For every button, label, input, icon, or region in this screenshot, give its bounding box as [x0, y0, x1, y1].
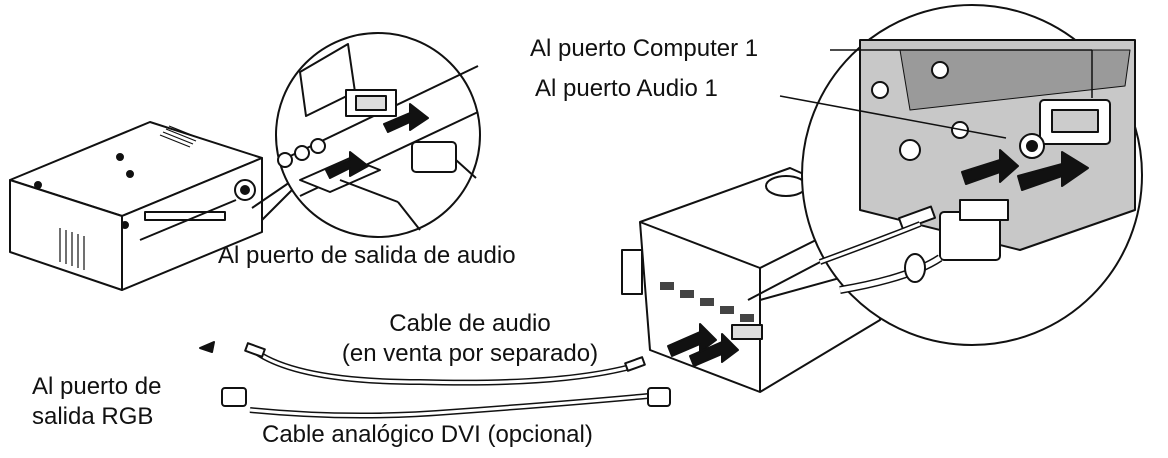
label-rgb-out-line1: Al puerto de: [32, 373, 162, 400]
label-rgb-out-line2: salida RGB: [32, 403, 154, 430]
projector-ports-zoom: [779, 4, 1143, 346]
label-audio-out-port: Al puerto de salida de audio: [218, 242, 516, 269]
label-audio-cable-line1: Cable de audio: [389, 310, 551, 337]
label-dvi-cable: Cable analógico DVI (opcional): [262, 421, 593, 448]
computer-illustration: [9, 121, 263, 291]
label-audio1-port: Al puerto Audio 1: [535, 75, 718, 102]
label-computer1-port: Al puerto Computer 1: [530, 35, 759, 62]
label-audio-cable: Cable de audio (en venta por separado): [280, 309, 660, 369]
computer-ports-zoom: [251, 32, 481, 238]
cables: [199, 341, 671, 419]
label-rgb-out-port: Al puerto de salida RGB: [32, 372, 161, 432]
label-audio-cable-line2: (en venta por separado): [341, 340, 599, 367]
